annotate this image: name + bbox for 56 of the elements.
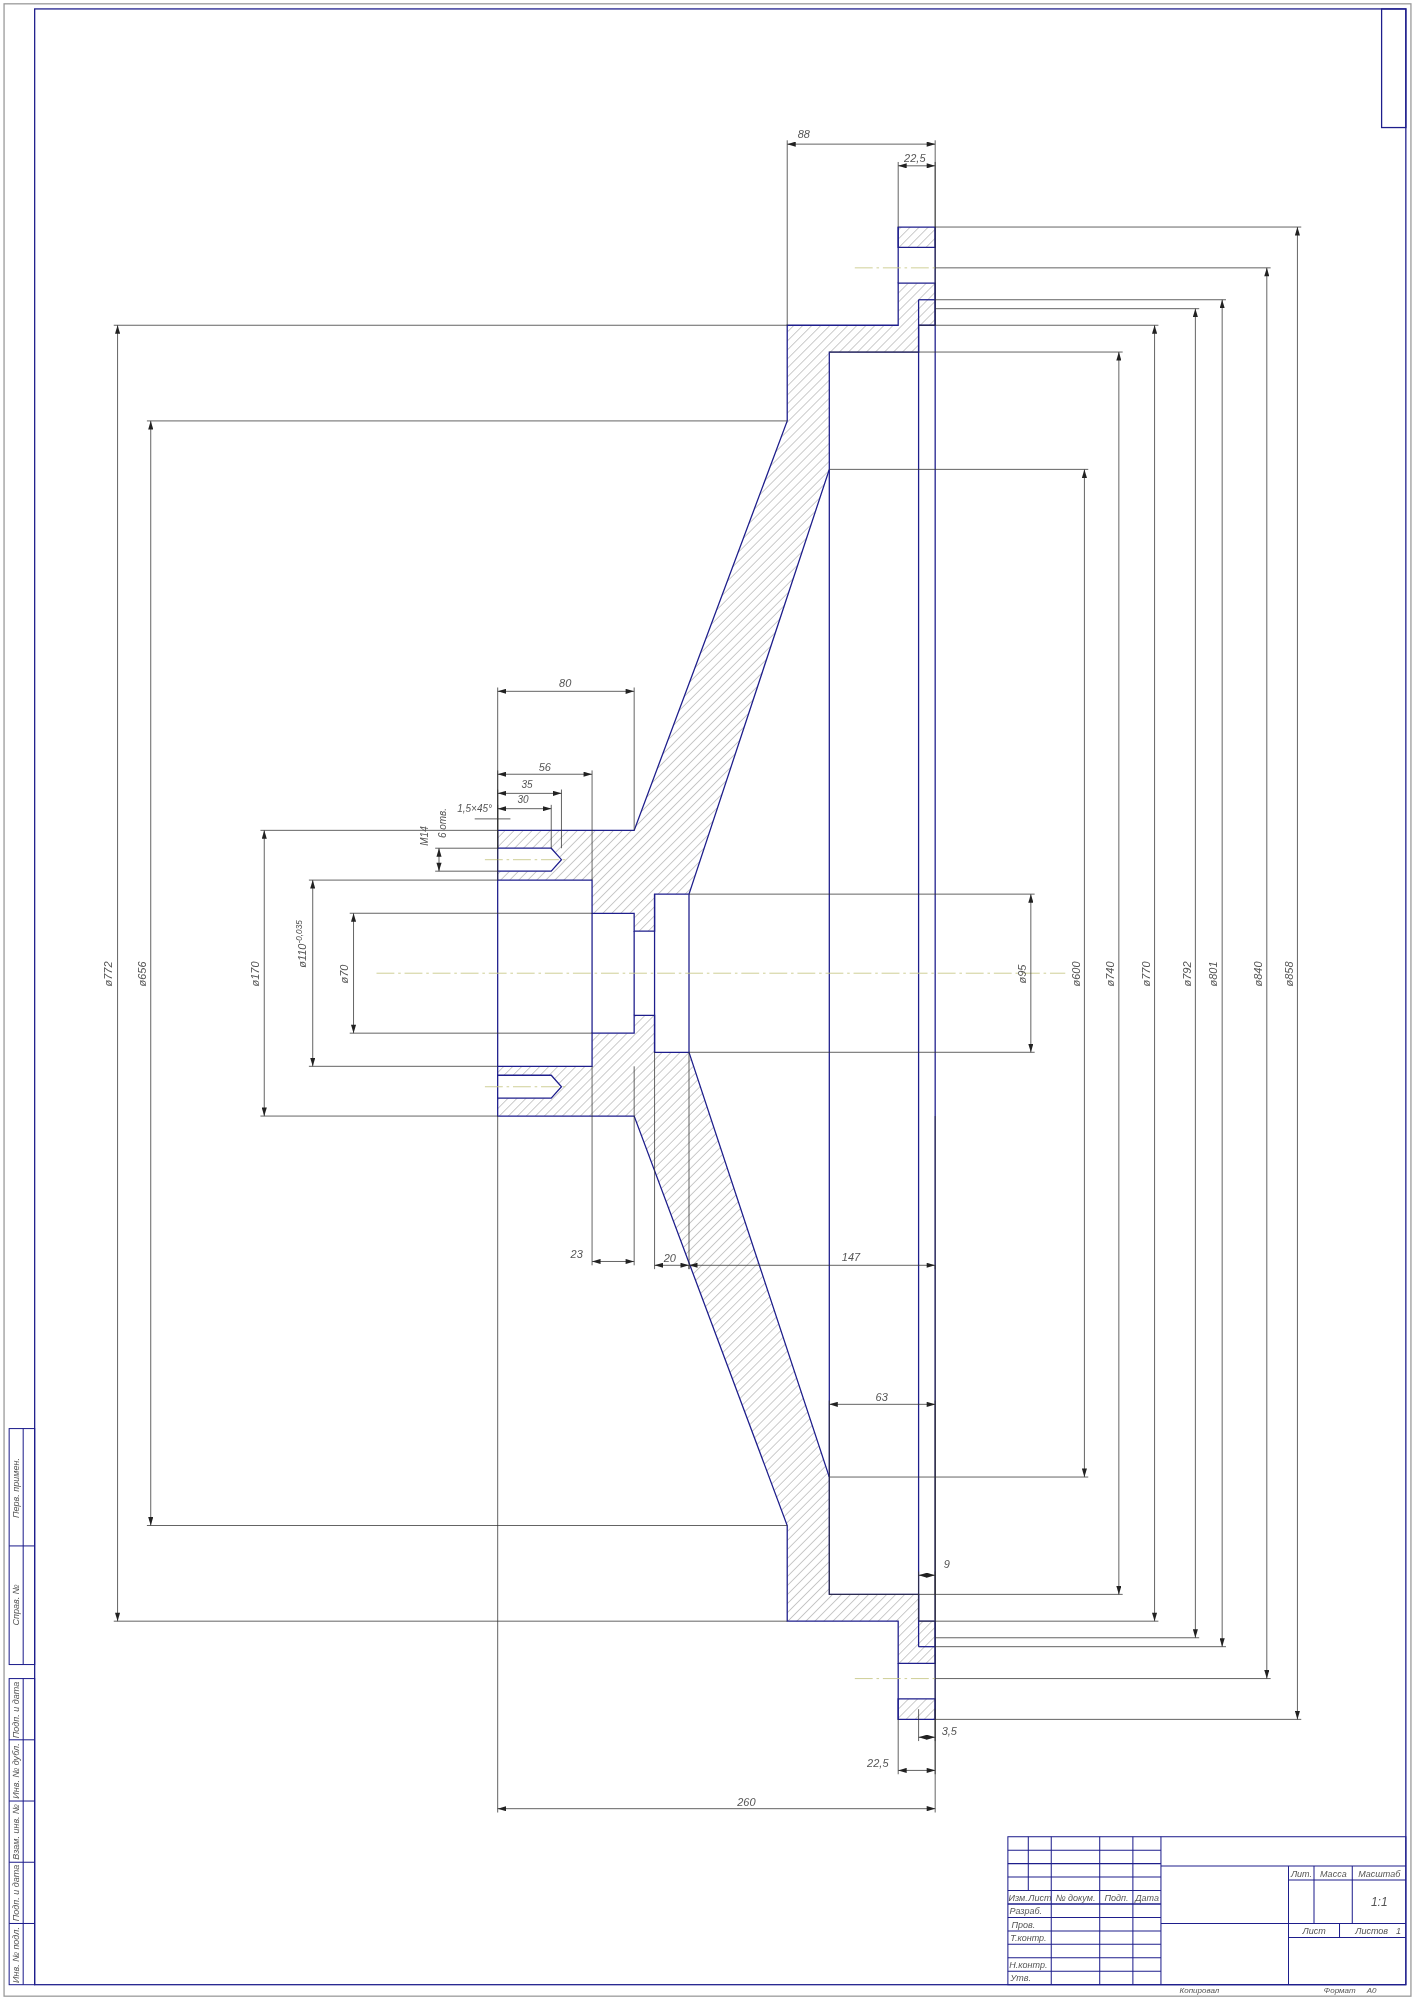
title-block-text: Формат (1323, 1987, 1356, 1996)
dimension-text: ø770 (1140, 961, 1152, 987)
dimension-text: ø95 (1016, 964, 1028, 983)
dimension-text: ø656 (136, 961, 148, 987)
title-block-text: А0 (1366, 1987, 1377, 1996)
margin-stamp-text: Инв. № дубл. (11, 1743, 21, 1799)
dimension-text: 20 (663, 1252, 676, 1264)
title-block-text: Пров. (1011, 1920, 1036, 1930)
margin-stamp-text: Взам. инв. № (11, 1804, 21, 1861)
dimension-text: ø840 (1252, 961, 1264, 987)
title-block-text: Н.контр. (1009, 1960, 1048, 1970)
title-block-text: Лист (1302, 1926, 1326, 1936)
dimension-text: ø600 (1070, 961, 1082, 987)
dimension-text: 23 (570, 1248, 583, 1260)
title-block-text: Копировал (1179, 1987, 1220, 1996)
dimension-text: 260 (737, 1796, 756, 1808)
dimension-text: 147 (841, 1251, 861, 1263)
dimension-text: 22,5 (904, 152, 926, 164)
margin-stamp-text: Справ. № (11, 1584, 21, 1626)
title-block-text: Подп. (1104, 1893, 1129, 1903)
dimension-text: ø772 (102, 961, 114, 987)
dimension-text: ø170 (249, 961, 261, 987)
dimension-text: ø70 (339, 964, 350, 983)
dimension-text: 80 (559, 677, 572, 689)
dimension-text: ø858 (1283, 961, 1295, 987)
title-block-text: Лист (1028, 1893, 1052, 1903)
title-block-text: Разраб. (1009, 1906, 1043, 1916)
dimension-text: 63 (875, 1391, 888, 1403)
dimension-text: 35 (521, 779, 533, 790)
dimension-text: ø792 (1181, 961, 1193, 987)
dimension-text: 1,5×45° (457, 803, 493, 814)
title-block-text: Масса (1320, 1869, 1347, 1879)
dimension-text: 3,5 (941, 1725, 957, 1737)
title-block-text: Т.контр. (1010, 1933, 1047, 1943)
dimension-text: М14 (419, 826, 430, 846)
title-block-text: Утв. (1010, 1973, 1031, 1983)
title-block-text: 1:1 (1370, 1896, 1388, 1909)
margin-stamp-text: Подп. и дата (11, 1865, 21, 1922)
dimension-text: 6 отв. (437, 807, 448, 839)
title-block-text: Изм. (1008, 1893, 1028, 1903)
dimension-text: 9 (943, 1558, 950, 1570)
dimension-text: 22,5 (867, 1757, 889, 1769)
margin-stamp-text: Подп. и дата (11, 1681, 21, 1738)
dimension-text: 30 (517, 795, 529, 805)
title-block-text: Масштаб (1358, 1869, 1401, 1879)
dimension-text: ø801 (1207, 961, 1219, 987)
title-block-text: № докум. (1055, 1893, 1096, 1903)
title-block-text: Листов (1355, 1926, 1388, 1936)
margin-stamp-text: Перв. примен. (11, 1457, 21, 1518)
margin-stamp-text: Инв. № подл. (11, 1926, 21, 1983)
title-block-text: Лит. (1290, 1869, 1312, 1879)
title-block-text: 1 (1395, 1926, 1401, 1936)
title-block-text: Дата (1135, 1893, 1159, 1903)
dimension-text: 56 (538, 761, 551, 773)
dimension-text: ø740 (1104, 961, 1116, 987)
dimension-text: 88 (797, 128, 810, 140)
